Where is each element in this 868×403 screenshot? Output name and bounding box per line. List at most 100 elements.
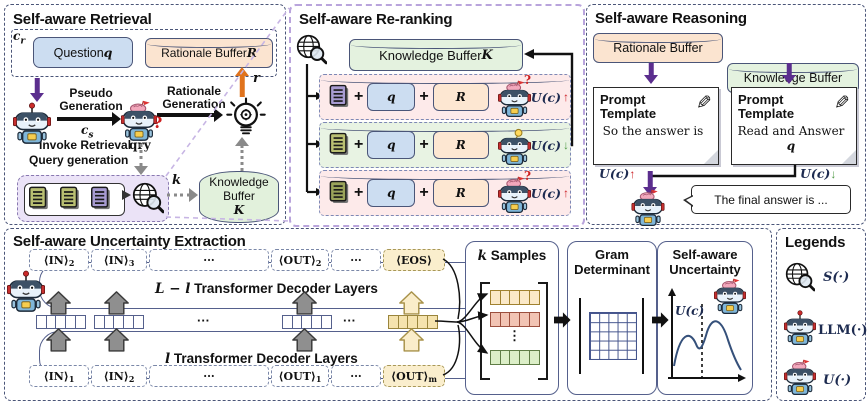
k-samples-math: k xyxy=(477,248,488,264)
rationale-math: R xyxy=(455,90,466,104)
strip-dots: ··· xyxy=(197,313,210,328)
knowledge-buffer-text: Knowledge Buffer xyxy=(379,47,482,63)
knowledge-buffer-cylinder: Knowledge Buffer K xyxy=(199,171,279,223)
idea-lightbulb-icon xyxy=(226,96,266,142)
panel-title: Self-aware Uncertainty Extraction xyxy=(13,233,246,250)
block-arrow-up-highlight xyxy=(399,291,424,315)
folded-corner xyxy=(842,150,856,164)
prompt-body-text: So the answer is xyxy=(602,124,704,138)
llm-robot-icon xyxy=(6,269,46,313)
prompt-template-title: Prompt Template xyxy=(738,92,795,122)
panel-uncertainty-extraction: Self-aware Uncertainty Extraction L − l … xyxy=(4,228,772,401)
query-box: q xyxy=(367,83,416,111)
hidden-state-strip xyxy=(35,315,87,329)
plus-sign: + xyxy=(419,136,429,153)
pseudo-generation-label: Pseudo Generation xyxy=(59,86,123,114)
u-down-arrow: ↓ xyxy=(563,138,570,152)
upper-layers-text: Transformer Decoder Layers xyxy=(190,281,378,296)
docs-bubble-tail xyxy=(122,190,131,200)
folded-corner xyxy=(704,150,718,164)
query-math: q xyxy=(387,90,396,104)
uncertainty-robot-icon xyxy=(713,278,747,315)
uncertainty-robot-icon xyxy=(498,80,531,118)
block-arrow-up xyxy=(46,291,71,315)
pencil-icon: ✎ xyxy=(834,93,850,114)
token-label: ⟨IN⟩ xyxy=(103,369,129,383)
context-down-arrow xyxy=(29,78,45,102)
prompt-template-note: Prompt Template ✎ So the answer is xyxy=(593,87,719,165)
left-bracket xyxy=(480,282,490,380)
plus-sign: + xyxy=(354,136,364,153)
token-label: ⟨IN⟩ xyxy=(103,253,129,267)
u-up-arrow: ↑ xyxy=(629,167,636,181)
llm-robot-icon xyxy=(12,101,52,145)
panel-self-aware-retrieval: Self-aware Retrieval cr Question q Ratio… xyxy=(4,4,286,225)
k-samples-text: Samples xyxy=(487,248,547,263)
final-down-arrow xyxy=(642,171,658,196)
pseudo-generation-arrow xyxy=(57,111,121,127)
token-label: ⟨EOS⟩ xyxy=(396,253,432,267)
token-label: ··· xyxy=(350,253,362,267)
vertical-dots: ⋮ xyxy=(508,328,521,343)
confident-robot-icon xyxy=(498,128,531,166)
legend-label-llm: LLM(·) xyxy=(818,323,868,338)
prompt-body-math: q xyxy=(786,139,796,153)
token-box: ··· xyxy=(149,365,269,387)
hidden-state-strip xyxy=(281,315,333,329)
rationale-cylinder: R xyxy=(432,179,489,207)
knowledge-up-arrow xyxy=(234,137,250,171)
token-label: ⟨IN⟩ xyxy=(43,369,69,383)
hidden-state-strip xyxy=(93,315,145,329)
u-c-label: U(c) xyxy=(530,185,562,201)
rationale-buffer-label: Rationale Buffer xyxy=(613,41,703,55)
knowledge-buffer-text: Knowledge Buffer xyxy=(209,175,269,204)
knowledge-buffer-box: Knowledge Buffer K xyxy=(349,39,523,71)
token-box: ··· xyxy=(331,365,381,387)
token-label: ⟨OUT⟩ xyxy=(278,369,316,383)
knowledge-buffer-math: K xyxy=(233,202,245,217)
gram-line1: Gram xyxy=(595,247,629,262)
lower-layers-text: Transformer Decoder Layers xyxy=(170,351,358,366)
token-box: ⟨IN⟩3 xyxy=(91,249,147,271)
u-c-down: U(c)↓ xyxy=(800,165,836,183)
buffer-down-arrow xyxy=(781,63,797,84)
rationale-cylinder: R xyxy=(432,83,489,111)
token-box: ··· xyxy=(149,249,269,271)
panel-self-aware-reasoning: Self-aware Reasoning Rationale Buffer Kn… xyxy=(586,4,866,227)
sa-line2: Uncertainty xyxy=(669,261,741,277)
prompt-template-title: Prompt Template xyxy=(600,92,657,122)
rerank-candidate-row: + q + R ? U(c) ↑ xyxy=(319,73,571,120)
token-box: ⟨OUT⟩2 xyxy=(271,249,329,271)
token-sub: 2 xyxy=(315,257,322,268)
token-box: ⟨IN⟩2 xyxy=(29,249,89,271)
question-mark: ? xyxy=(524,169,532,183)
cs-label-sub: s xyxy=(88,130,94,141)
panel-title: Self-aware Retrieval xyxy=(13,11,152,28)
document-icon xyxy=(28,186,50,211)
panel-title: Self-aware Re-ranking xyxy=(299,11,453,28)
context-label: cr xyxy=(13,29,25,46)
block-arrow-up xyxy=(46,328,71,352)
prompt-body: Read and Answer q xyxy=(732,124,850,154)
u-c-label: U(c) xyxy=(675,304,705,318)
lower-decoder-label: l Transformer Decoder Layers xyxy=(165,351,358,367)
document-icon xyxy=(329,132,350,157)
query-box: q xyxy=(367,131,416,159)
context-label-sub: r xyxy=(20,36,26,47)
uncertainty-plot xyxy=(668,288,746,382)
token-label: ⟨IN⟩ xyxy=(43,253,69,267)
flow-right-arrow xyxy=(554,311,571,329)
k-samples-title: k Samples xyxy=(466,248,558,264)
final-answer-text: The final answer is ... xyxy=(714,192,828,207)
legend-label-s: S(·) xyxy=(823,270,850,285)
plus-sign: + xyxy=(354,184,364,201)
u-up-arrow: ↑ xyxy=(563,186,570,200)
qry-down-arrow xyxy=(133,137,149,175)
token-label: ··· xyxy=(203,253,215,267)
search-globe-icon xyxy=(132,182,165,214)
determinant-bar xyxy=(579,298,582,374)
question-box: Question q xyxy=(33,37,133,68)
